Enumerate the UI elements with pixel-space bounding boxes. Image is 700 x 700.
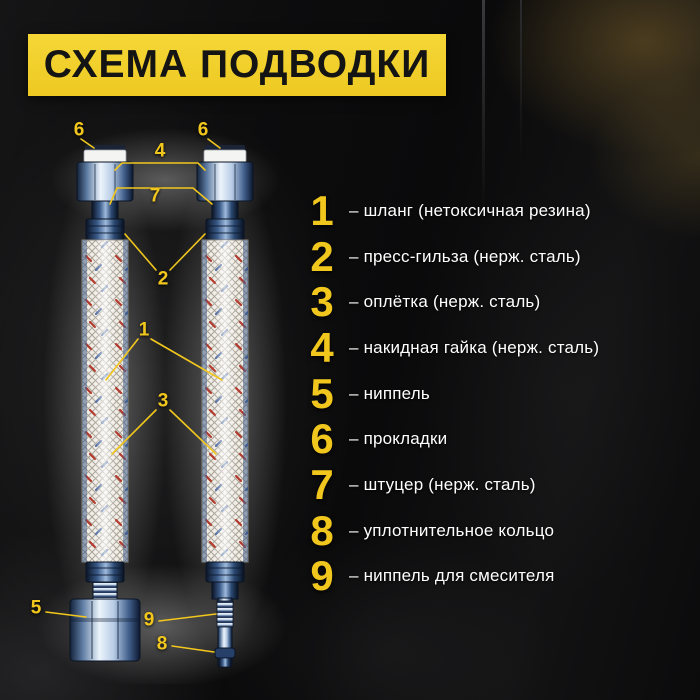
callout-lines	[45, 138, 223, 653]
legend-item-3: 3 – оплётка (нерж. сталь)	[304, 279, 694, 325]
title-banner: СХЕМА ПОДВОДКИ	[28, 34, 446, 96]
legend-label: – накидная гайка (нерж. сталь)	[349, 337, 600, 357]
callout-hose: 1	[138, 319, 150, 341]
legend-item-4: 4 – накидная гайка (нерж. сталь)	[304, 325, 694, 371]
hose-illustration	[37, 128, 287, 684]
hose-diagram: 6 4 6 7 2 1 3 5 9 8	[22, 118, 298, 684]
legend-number: 2	[310, 232, 334, 280]
hose-left	[69, 145, 141, 662]
legend-number: 1	[310, 186, 334, 234]
callout-press-sleeve: 2	[157, 268, 169, 290]
legend-item-7: 7 – штуцер (нерж. сталь)	[304, 462, 694, 508]
legend-label: – оплётка (нерж. сталь)	[349, 292, 541, 312]
callout-mixer-nipple: 9	[143, 609, 155, 631]
callout-gasket-left: 6	[73, 119, 85, 141]
callout-seal-ring: 8	[156, 633, 168, 655]
legend-item-5: 5 – ниппель	[304, 371, 694, 417]
legend-number: 8	[310, 506, 334, 554]
legend-label: – прокладки	[349, 429, 448, 449]
legend-number: 3	[310, 278, 334, 326]
legend-item-1: 1 – шланг (нетоксичная резина)	[304, 188, 694, 234]
callout-nipple: 5	[30, 597, 42, 619]
legend-item-9: 9 – ниппель для смесителя	[304, 554, 694, 600]
legend-label: – ниппель	[349, 383, 430, 403]
legend-number: 7	[310, 460, 334, 508]
legend-number: 5	[310, 369, 334, 417]
callout-union-nut: 4	[154, 140, 166, 162]
legend: 1 – шланг (нетоксичная резина) 2 – пресс…	[304, 188, 694, 599]
legend-label: – шланг (нетоксичная резина)	[349, 200, 591, 220]
callout-gasket-right: 6	[197, 119, 209, 141]
callout-braid: 3	[157, 390, 169, 412]
page-title: СХЕМА ПОДВОДКИ	[43, 43, 431, 86]
legend-label: – пресс-гильза (нерж. сталь)	[349, 246, 581, 266]
hose-right	[196, 145, 254, 668]
legend-number: 4	[310, 323, 334, 371]
legend-label: – уплотнительное кольцо	[349, 520, 555, 540]
legend-item-8: 8 – уплотнительное кольцо	[304, 508, 694, 554]
callout-fitting: 7	[149, 185, 161, 207]
legend-item-6: 6 – прокладки	[304, 416, 694, 462]
legend-label: – ниппель для смесителя	[349, 566, 555, 586]
legend-number: 9	[310, 552, 334, 600]
legend-number: 6	[310, 415, 334, 463]
legend-label: – штуцер (нерж. сталь)	[349, 474, 536, 494]
legend-item-2: 2 – пресс-гильза (нерж. сталь)	[304, 234, 694, 280]
